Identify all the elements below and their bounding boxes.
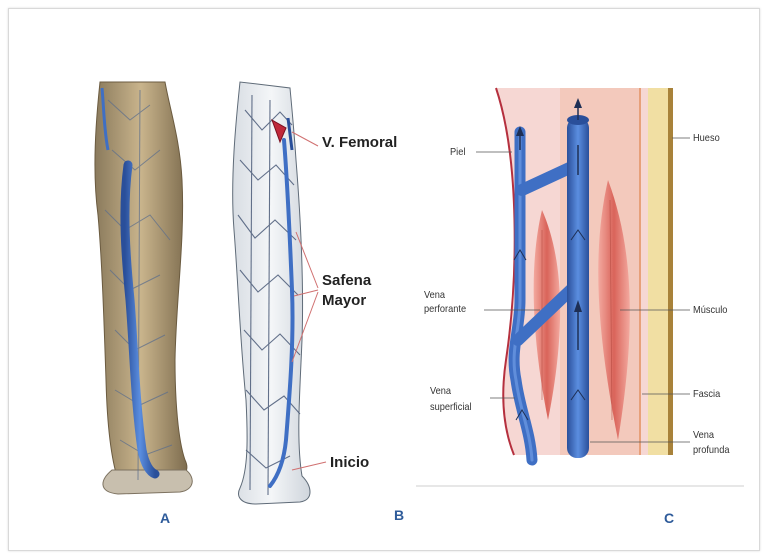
- fascia-label: Fascia: [693, 387, 720, 401]
- panel-a-letter: A: [160, 510, 170, 526]
- musculo-label: Músculo: [693, 303, 727, 317]
- piel-label: Piel: [450, 145, 465, 159]
- vena-superficial-label-2: superficial: [430, 400, 472, 414]
- panel-a-leg: [95, 82, 192, 494]
- safena-label-line1: Safena: [322, 272, 371, 289]
- femoral-vein-label: V. Femoral: [322, 134, 397, 151]
- hueso-label: Hueso: [693, 131, 720, 145]
- safena-label-line2: Mayor: [322, 292, 366, 309]
- inicio-label: Inicio: [330, 454, 369, 471]
- vena-profunda-label-1: Vena: [693, 428, 714, 442]
- vena-superficial-label-1: Vena: [430, 384, 451, 398]
- panel-b-letter: B: [394, 507, 404, 523]
- panel-c-letter: C: [664, 510, 674, 526]
- vena-perforante-label-1: Vena: [424, 288, 445, 302]
- vena-perforante-label-2: perforante: [424, 302, 466, 316]
- vena-profunda-label-2: profunda: [693, 443, 729, 457]
- panel-b-leg: [233, 82, 310, 504]
